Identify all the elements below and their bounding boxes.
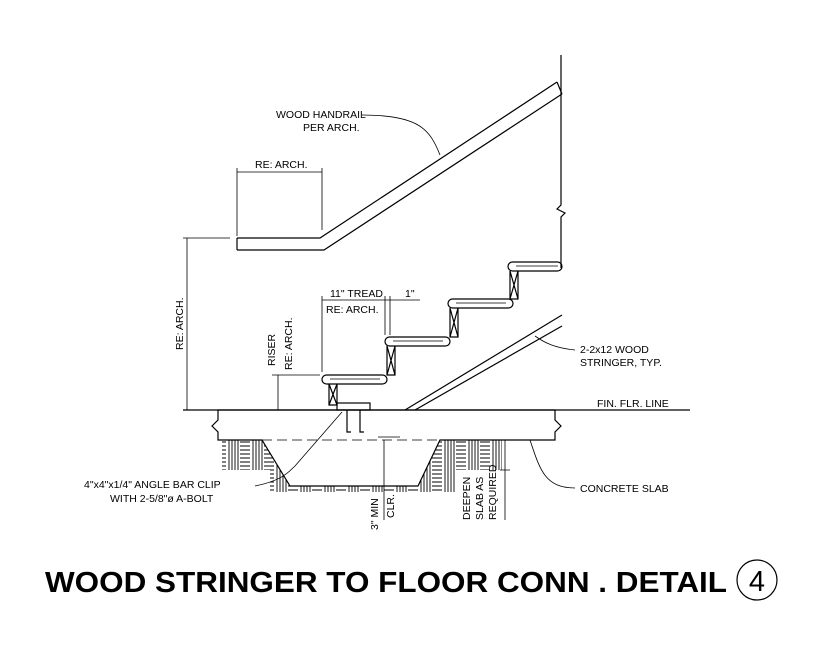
handrail-label-1: WOOD HANDRAIL: [276, 109, 366, 121]
floor-line-label: FIN. FLR. LINE: [597, 398, 669, 410]
wood-handrail: [236, 81, 563, 251]
deepen-label-1: DEEPEN: [461, 477, 473, 520]
tread-label: 11" TREAD: [330, 288, 383, 300]
clearance-label-1: 3" MIN: [369, 498, 381, 530]
detail-number: 4: [749, 566, 765, 598]
detail-number-bubble: [736, 559, 778, 601]
dimensions: [183, 168, 510, 520]
handrail-extension-label: RE: ARCH.: [255, 159, 308, 171]
height-label: RE: ARCH.: [174, 297, 186, 350]
angle-clip-label-2: WITH 2-5/8"ø A-BOLT: [110, 493, 214, 505]
deepen-label-3: REQUIRED: [487, 464, 499, 520]
angle-clip-label-1: 4"x4"x1/4" ANGLE BAR CLIP: [84, 479, 221, 491]
stringer: [404, 314, 563, 411]
concrete-slab-label: CONCRETE SLAB: [580, 483, 669, 495]
riser-label-2: RE: ARCH.: [283, 317, 295, 370]
stringer-label-1: 2-2x12 WOOD: [580, 344, 649, 356]
handrail-label-2: PER ARCH.: [303, 122, 360, 134]
tread-label-2: RE: ARCH.: [326, 304, 379, 316]
deepen-label-2: SLAB AS: [474, 477, 486, 520]
stair-treads: [321, 261, 563, 406]
concrete-slab: [211, 409, 562, 487]
leaders: [254, 114, 576, 489]
detail-title: WOOD STRINGER TO FLOOR CONN . DETAIL: [45, 567, 727, 599]
stringer-label-2: STRINGER, TYP.: [580, 357, 662, 369]
riser-label: RISER: [266, 333, 278, 366]
nosing-label: 1": [405, 288, 415, 300]
clearance-label-2: CLR.: [385, 494, 397, 518]
wall-line: [555, 55, 567, 268]
angle-clip: [336, 402, 371, 433]
